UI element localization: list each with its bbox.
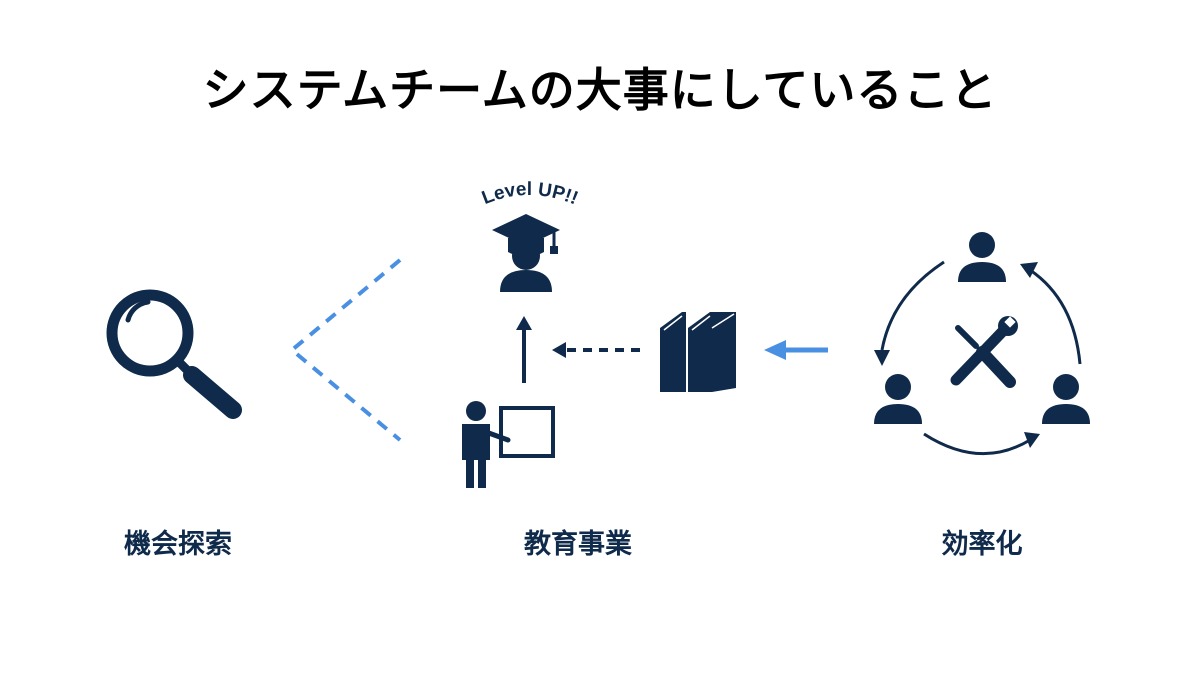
cycle-arrowhead-2: [1020, 262, 1038, 278]
column-label-opportunity: 機会探索: [124, 529, 232, 560]
up-arrow-icon: [516, 316, 532, 383]
person-icon-left: [874, 374, 922, 424]
blue-left-arrow-icon: [764, 340, 828, 360]
column-label-education: 教育事業: [524, 529, 632, 560]
level-up-text: Level UP!!: [479, 179, 581, 209]
cycle-arrows-icon: [880, 260, 1082, 456]
teacher-board-icon: [462, 401, 555, 488]
column-label-efficiency: 効率化: [941, 529, 1023, 560]
cycle-arrowhead-3: [1024, 432, 1040, 448]
graduate-icon: [492, 214, 560, 292]
page-title: システムチームの大事にしていること: [202, 63, 998, 117]
tools-icon: [950, 316, 1018, 388]
books-icon: [660, 312, 736, 392]
dashed-left-arrow-icon: [552, 342, 640, 358]
cycle-arrowhead-1: [874, 350, 890, 366]
person-icon-right: [1042, 374, 1090, 424]
magnifier-icon: [106, 289, 242, 419]
person-icon-top: [958, 232, 1006, 282]
dashed-chevron-icon: [288, 258, 402, 442]
